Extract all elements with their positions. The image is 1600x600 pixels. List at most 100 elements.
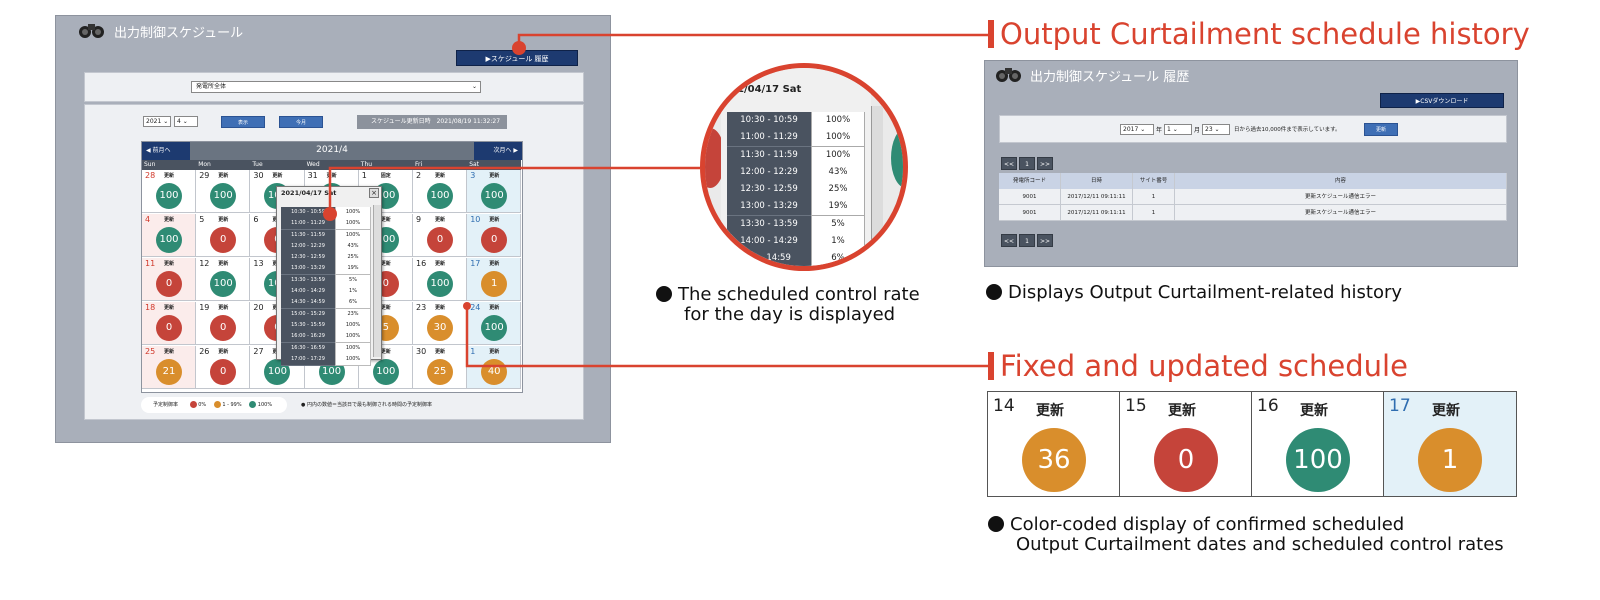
day-status: 更新 — [380, 349, 391, 355]
close-icon[interactable]: × — [369, 188, 379, 198]
control-rate-badge: 0 — [210, 359, 237, 385]
time-slot: 17:00 - 17:29 — [281, 353, 335, 366]
history-year-select[interactable]: 2017 ⌄ — [1120, 124, 1154, 135]
pager-page-button[interactable]: 1 — [1019, 157, 1035, 170]
table-row[interactable]: 9001 2017/12/11 09:11:11 1 更新スケジュール通信エラー — [999, 205, 1507, 221]
popup-scrollbar[interactable] — [373, 205, 381, 357]
callout-line-fixed — [465, 306, 988, 368]
day-number: 30 — [253, 171, 264, 180]
day-status: 更新 — [164, 173, 175, 179]
history-window: 出力制御スケジュール 履歴 ▶CSVダウンロード 2017 ⌄ 年 1 ⌄ 月 … — [984, 60, 1518, 267]
day-number: 10 — [470, 215, 481, 224]
history-month-select[interactable]: 1 ⌄ — [1164, 124, 1192, 135]
day-number: 18 — [145, 303, 156, 312]
pager-last-button[interactable]: >> — [1037, 157, 1053, 170]
rate-value: 5% — [811, 215, 865, 234]
column-header: 内容 — [1175, 173, 1507, 189]
rate-value: 19% — [811, 198, 865, 217]
day-status: 更新 — [218, 173, 229, 179]
history-update-button[interactable]: 更新 — [1364, 123, 1398, 136]
day-number: 19 — [199, 303, 210, 312]
zoom-side-circle-left — [705, 128, 725, 188]
site-select[interactable]: 発電所全体 ⌄ — [191, 81, 481, 93]
day-number: 1 — [361, 171, 367, 180]
weekday-header: Mon — [196, 160, 251, 170]
history-table-header: 発電所コード 日時 サイト番号 内容 — [999, 173, 1507, 189]
control-rate-badge: 100 — [481, 183, 508, 209]
control-rate-badge: 100 — [427, 271, 453, 297]
control-rate-badge: 100 — [372, 359, 399, 385]
pager-first-button[interactable]: << — [1001, 234, 1017, 247]
control-rate-badge: 0 — [210, 315, 237, 341]
day-number: 30 — [416, 347, 427, 356]
day-number: 1 — [470, 347, 476, 356]
time-slot: 14:00 - 14:29 — [727, 233, 811, 252]
year-select[interactable]: 2021 ⌄ — [143, 116, 171, 127]
site-panel: 発電所全体 ⌄ — [84, 72, 584, 102]
csv-download-button[interactable]: ▶CSVダウンロード — [1380, 93, 1504, 108]
zoom-scrollbar — [871, 106, 883, 266]
control-rate-badge: 30 — [427, 315, 453, 341]
day-number: 20 — [253, 303, 264, 312]
heading-bar-icon — [988, 352, 994, 380]
bullet-icon — [986, 284, 1002, 300]
history-heading: Output Curtailment schedule history — [988, 18, 1530, 50]
day-status: 更新 — [1036, 403, 1064, 419]
chevron-down-icon: ⌄ — [471, 83, 477, 90]
day-status: 更新 — [218, 217, 229, 223]
table-row[interactable]: 9001 2017/12/11 09:11:11 1 更新スケジュール通信エラー — [999, 189, 1507, 205]
page-title: 出力制御スケジュール — [114, 26, 244, 41]
pager-last-button[interactable]: >> — [1037, 234, 1053, 247]
control-rate-badge: 100 — [481, 315, 508, 341]
pager-first-button[interactable]: << — [1001, 157, 1017, 170]
prev-month-button[interactable]: ◀ 前月へ — [142, 142, 190, 160]
cell-code: 9001 — [999, 189, 1061, 204]
control-rate-badge: 100 — [1286, 428, 1350, 492]
heading-bar-icon — [988, 20, 994, 48]
history-table: 発電所コード 日時 サイト番号 内容 9001 2017/12/11 09:11… — [999, 173, 1507, 221]
day-number: 6 — [253, 215, 259, 224]
next-month-button[interactable]: 次月へ ▶ — [474, 142, 522, 160]
callout-dot-popup — [323, 207, 337, 221]
day-status: 更新 — [1168, 403, 1196, 419]
weekday-header: Wed — [304, 160, 359, 170]
day-number: 17 — [1389, 396, 1411, 416]
month-select[interactable]: 4 ⌄ — [174, 116, 198, 127]
legend-label: 予定制御率 — [153, 402, 179, 408]
day-number: 25 — [145, 347, 156, 356]
history-pager-top: <<1>> — [1001, 151, 1055, 170]
this-month-button[interactable]: 今月 — [279, 116, 323, 128]
pager-page-button[interactable]: 1 — [1019, 234, 1035, 247]
history-day-select[interactable]: 23 ⌄ — [1202, 124, 1230, 135]
bullet-icon — [656, 286, 672, 302]
legend-red-dot-icon — [189, 401, 197, 408]
display-button[interactable]: 表示 — [221, 116, 265, 128]
